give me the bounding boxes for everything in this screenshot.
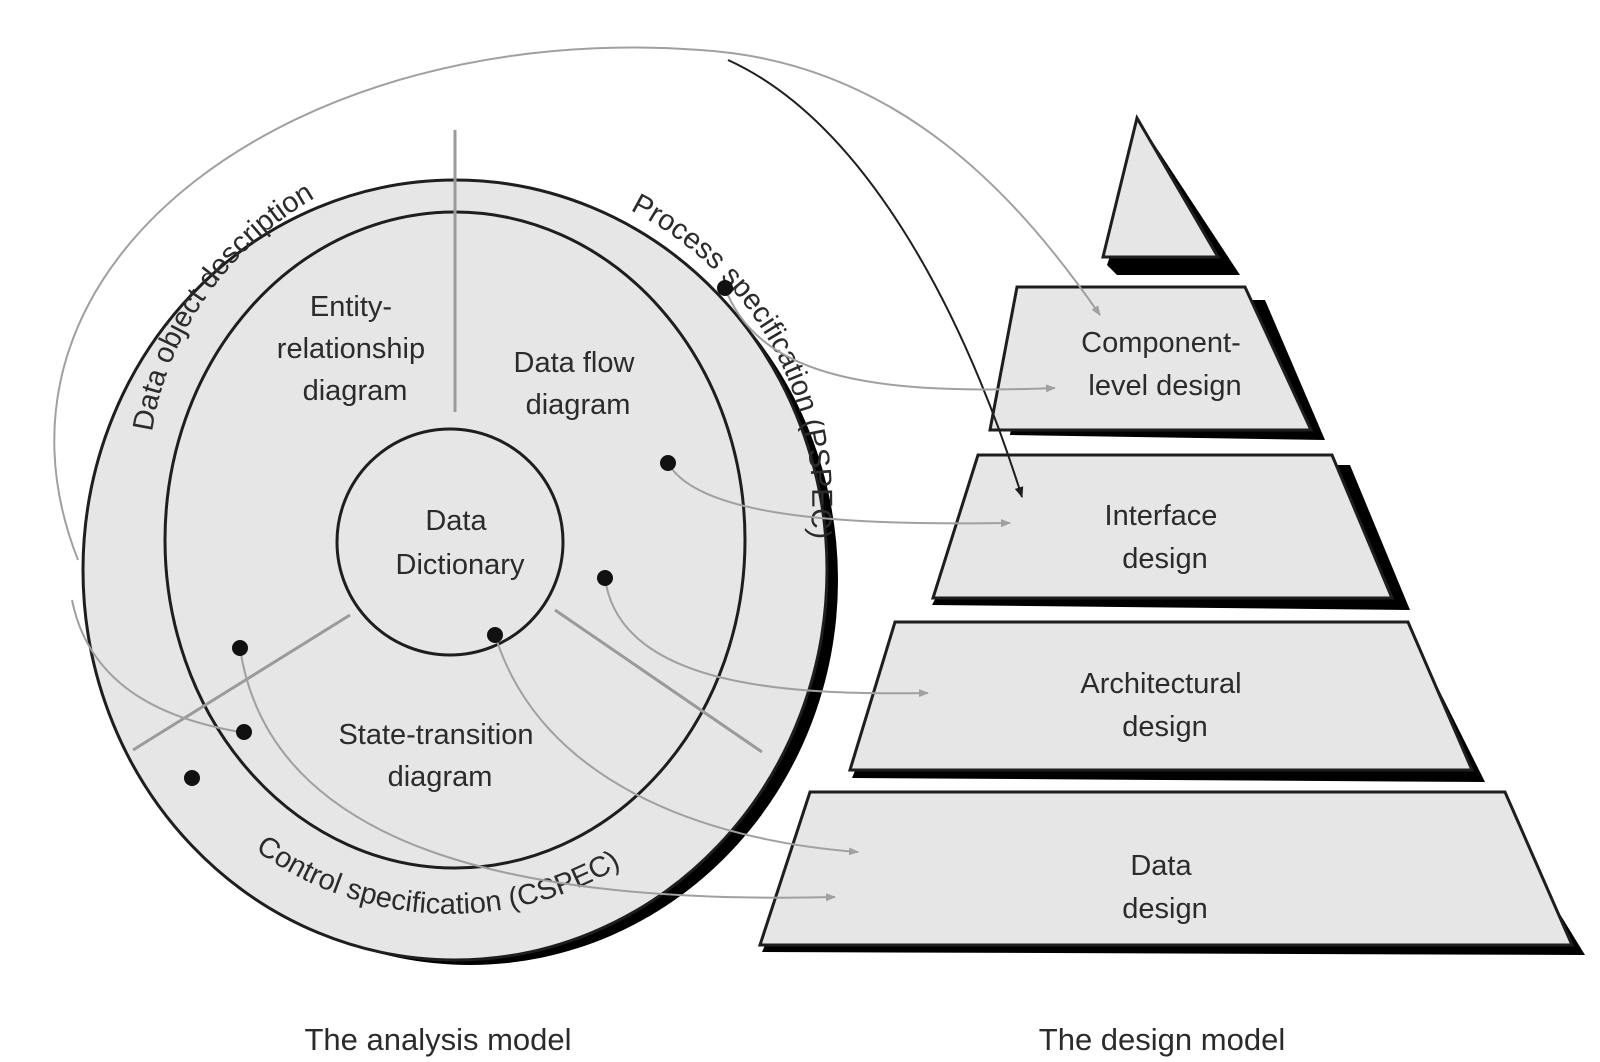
connector-dots [184, 280, 733, 786]
analysis-model-caption: The analysis model [304, 1022, 571, 1057]
dot-cspec [184, 770, 200, 786]
component-layer [988, 285, 1314, 432]
interface-layer-label: Interface design [1105, 500, 1226, 575]
arrow-dod-to-component [53, 46, 1101, 561]
data-layer [757, 790, 1575, 947]
architectural-layer-label: Architectural design [1080, 668, 1249, 743]
arrow-dd-to-data [494, 634, 859, 856]
pyramid-apex [1101, 114, 1221, 259]
erd-label: Entity- relationship diagram [277, 291, 433, 407]
dot-dfd [660, 455, 676, 471]
dot-erd [232, 640, 248, 656]
design-model: Component- level design Interface design… [757, 114, 1585, 1057]
core-label: Data Dictionary [396, 505, 525, 581]
arrow-dfd-to-interface [667, 462, 1011, 528]
arrow-dfd-to-architectural [604, 577, 929, 698]
connectors [53, 46, 1101, 902]
core-circle [335, 427, 565, 657]
dot-std [236, 724, 252, 740]
dfd-label: Data flow diagram [514, 347, 643, 421]
component-layer-label: Component- level design [1081, 327, 1249, 402]
std-label: State-transition diagram [338, 719, 541, 793]
data-layer-label: Data design [1122, 850, 1207, 925]
divider-bottom-left [132, 613, 351, 752]
dot-dfd-right [597, 570, 613, 586]
divider-bottom-right [554, 608, 763, 754]
dot-data-dictionary [487, 627, 503, 643]
architectural-layer [847, 620, 1475, 772]
analysis-model: Data Dictionary Entity- relationship dia… [81, 130, 838, 1057]
arrow-left-to-dot [71, 599, 241, 733]
design-model-caption: The design model [1039, 1022, 1285, 1057]
interface-layer [930, 453, 1395, 600]
dot-pspec [717, 280, 733, 296]
arrow-erd-to-data [239, 647, 836, 902]
arrow-to-interface-dark [727, 59, 1024, 499]
arrow-pspec-to-component [724, 287, 1056, 393]
